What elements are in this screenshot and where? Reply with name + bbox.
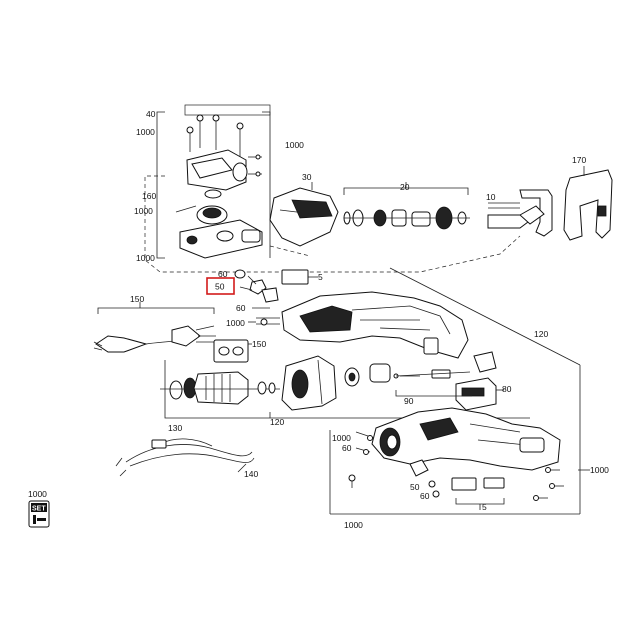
label-170: 170 xyxy=(572,155,586,165)
stator-part[interactable] xyxy=(281,355,337,411)
label-1000-r2: 1000 xyxy=(590,465,609,475)
main-motor-housing[interactable] xyxy=(248,291,469,359)
label-30: 30 xyxy=(302,172,312,182)
label-150-b: 150 xyxy=(252,339,266,349)
label-20: 20 xyxy=(400,182,410,192)
label-60-c: 60 xyxy=(342,443,352,453)
power-cord-150[interactable] xyxy=(93,302,252,363)
label-50-c: 50 xyxy=(410,482,420,492)
callout-labels: 40 1000 1000 30 20 170 10 160 1000 1000 … xyxy=(28,109,609,530)
label-40: 40 xyxy=(146,109,156,119)
set-icon-text: SET xyxy=(32,506,46,513)
label-130: 130 xyxy=(168,423,182,433)
label-120-b: 120 xyxy=(270,417,284,427)
brace-90 xyxy=(395,390,472,397)
label-1000-top-left: 1000 xyxy=(136,127,155,137)
set-icon: SET xyxy=(28,500,50,528)
label-1000-mid: 1000 xyxy=(226,318,245,328)
switch-part-80[interactable] xyxy=(455,377,504,411)
label-10: 10 xyxy=(486,192,496,202)
label-140: 140 xyxy=(244,469,258,479)
label-1000-left-low: 1000 xyxy=(136,253,155,263)
label-60-b: 60 xyxy=(236,303,246,313)
label-150-a: 150 xyxy=(130,294,144,304)
gearbox-assembly-group[interactable] xyxy=(156,104,271,259)
label-160: 160 xyxy=(142,191,156,201)
label-90: 90 xyxy=(404,396,414,406)
connector-lines xyxy=(144,175,590,471)
label-1000-top-right: 1000 xyxy=(285,140,304,150)
label-120-a: 120 xyxy=(534,329,548,339)
bracket-part-170[interactable] xyxy=(563,166,613,241)
label-1000-set: 1000 xyxy=(28,489,47,499)
label-50-selected: 50 xyxy=(215,282,225,292)
rod-part-10[interactable] xyxy=(487,189,553,237)
label-60-d: 60 xyxy=(420,491,430,501)
label-1000-bottom: 1000 xyxy=(344,520,363,530)
label-1000-left-mid: 1000 xyxy=(134,206,153,216)
housing-cover-part[interactable] xyxy=(269,182,339,247)
cable-harness-140[interactable] xyxy=(115,438,255,477)
label-5-a: 5 xyxy=(318,272,323,282)
fan-and-bearing-parts[interactable] xyxy=(344,351,497,387)
label-80: 80 xyxy=(502,384,512,394)
label-5-b: 5 xyxy=(482,502,487,512)
label-60-a: 60 xyxy=(218,269,228,279)
armature-130[interactable] xyxy=(160,371,280,405)
shaft-components-row[interactable] xyxy=(343,182,470,230)
small-parts-cluster[interactable] xyxy=(234,269,318,303)
selected-part-highlight[interactable] xyxy=(206,277,235,295)
label-1000-r1: 1000 xyxy=(332,433,351,443)
lower-right-assembly[interactable] xyxy=(329,407,581,515)
